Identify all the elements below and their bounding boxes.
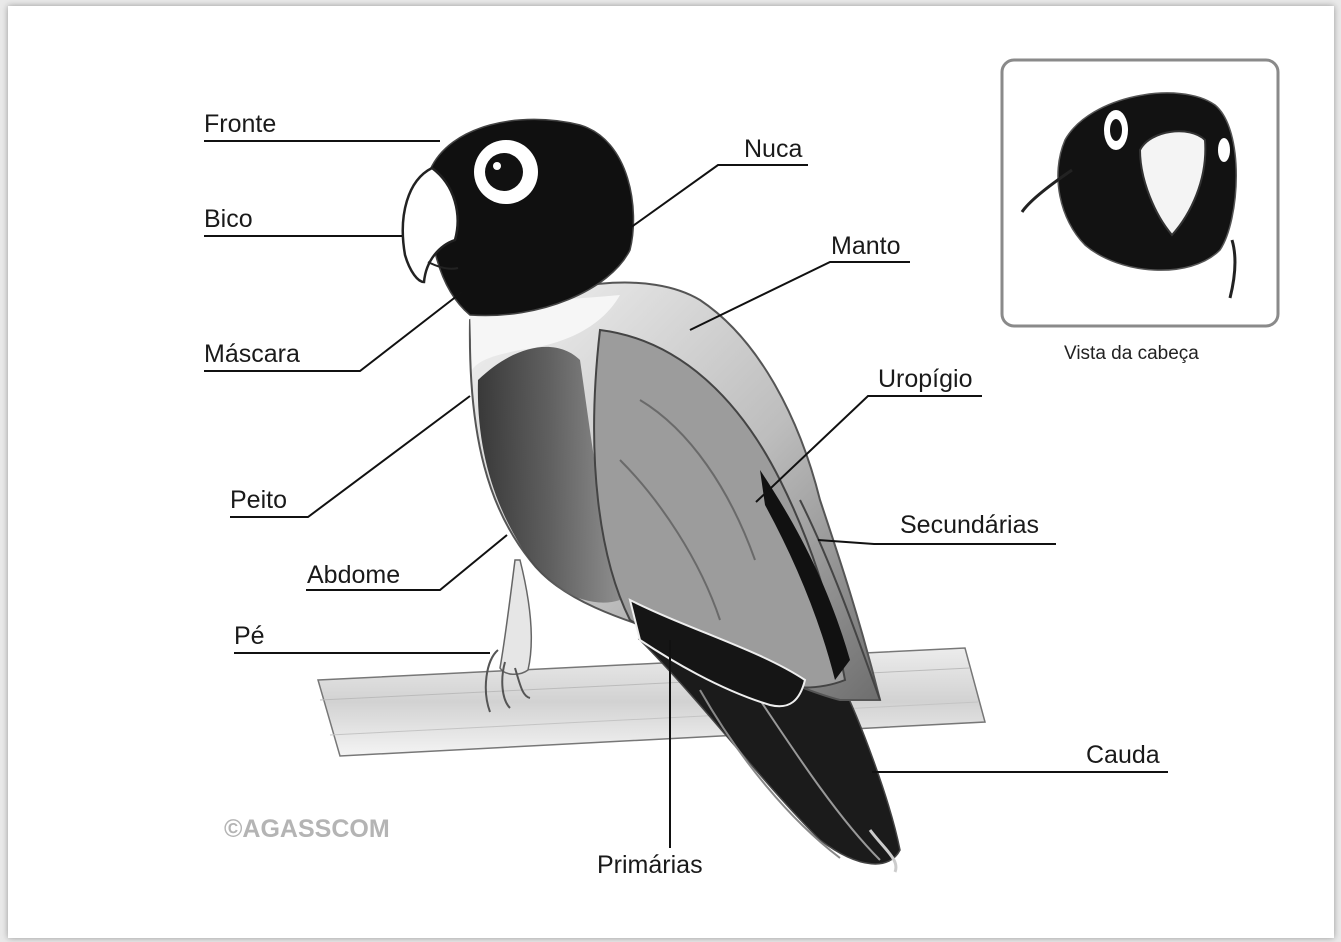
watermark: ©AGASSCOM [224,815,390,844]
inset-caption: Vista da cabeça [1064,343,1199,365]
leader-secundarias [818,540,1056,544]
label-pe: Pé [234,624,265,649]
leader-nuca [630,165,808,228]
label-uropigio: Uropígio [878,367,973,392]
label-manto: Manto [831,234,900,259]
label-secundarias: Secundárias [900,513,1039,538]
label-nuca: Nuca [744,137,802,162]
head-inset [1002,60,1278,326]
label-peito: Peito [230,488,287,513]
perch [318,648,985,756]
label-mascara: Máscara [204,342,300,367]
label-primarias: Primárias [597,853,703,878]
label-abdome: Abdome [307,563,400,588]
label-fronte: Fronte [204,112,276,137]
label-cauda: Cauda [1086,743,1160,768]
label-bico: Bico [204,207,253,232]
